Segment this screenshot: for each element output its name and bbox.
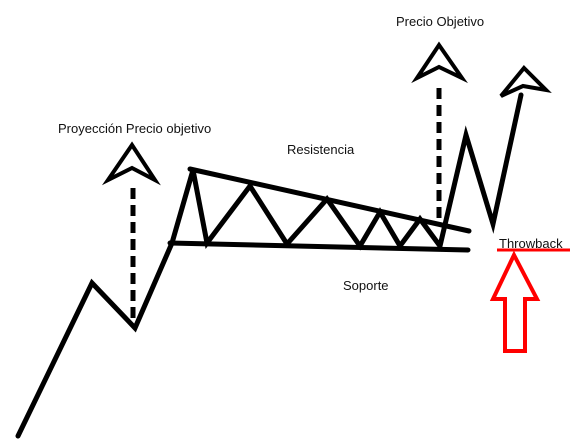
throwback-label: Throwback (499, 236, 563, 251)
support-label: Soporte (343, 278, 389, 293)
price-path (15, 92, 524, 439)
price-arrowhead-icon (499, 65, 552, 98)
resistance-label: Resistencia (287, 142, 355, 157)
throwback-arrow-icon (489, 250, 541, 353)
projection-label: Proyección Precio objetivo (58, 121, 211, 136)
resistance-line (187, 166, 472, 234)
projection-arrowhead-icon (101, 141, 161, 186)
target-arrowhead-icon (411, 41, 468, 84)
target-label: Precio Objetivo (396, 14, 484, 29)
support-line (167, 240, 471, 253)
